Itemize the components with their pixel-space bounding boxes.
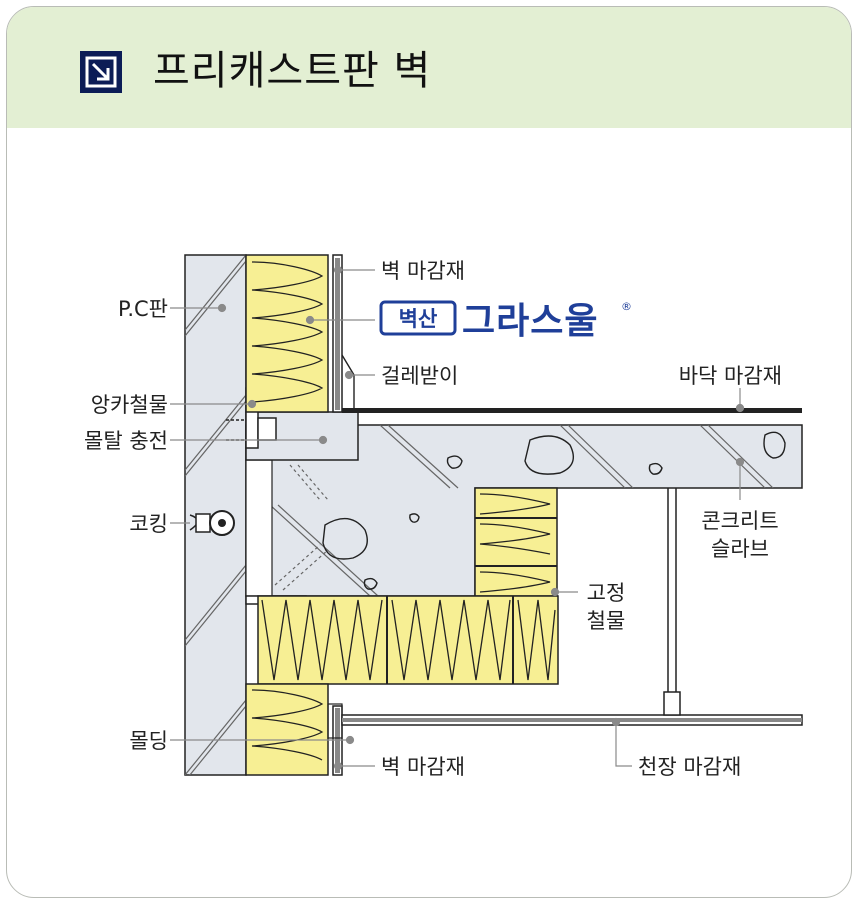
label-mortar: 몰탈 충전 [84, 429, 168, 453]
page-title: 프리캐스트판 벽 [153, 48, 432, 94]
label-anchor: 앙카철물 [91, 393, 168, 417]
label-molding: 몰딩 [129, 729, 168, 753]
label-caulking: 코킹 [129, 512, 168, 536]
wall-finish-upper [332, 254, 355, 413]
ceiling-finish [341, 488, 803, 726]
brand-badge: 벽산 [399, 307, 438, 331]
brand-logo: 벽산 그라스울 ® [379, 300, 632, 342]
label-pc-panel: P.C판 [118, 297, 168, 321]
insulation-under-slab [257, 595, 559, 685]
label-baseboard: 걸레받이 [381, 364, 458, 388]
arrow-down-right-icon [80, 51, 122, 93]
leader-lines [170, 265, 745, 771]
label-wall-finish-bottom: 벽 마감재 [381, 755, 465, 779]
joint-gap [245, 459, 273, 597]
caulking-joint [189, 510, 235, 536]
label-fixing-2: 철물 [587, 609, 626, 633]
brand-name: 그라스울 [462, 301, 598, 342]
header-bar: 프리캐스트판 벽 [7, 7, 851, 128]
label-floor-finish: 바닥 마감재 [679, 364, 782, 388]
floor-finish [342, 408, 802, 413]
label-concrete-slab-2: 슬라브 [711, 537, 769, 561]
label-concrete-slab-1: 콘크리트 [701, 509, 778, 533]
label-wall-finish-top: 벽 마감재 [381, 259, 465, 283]
brand-registered-mark: ® [621, 300, 632, 313]
insulation-lower [245, 683, 329, 776]
insulation-beam [474, 487, 558, 597]
label-fixing-1: 고정 [587, 581, 626, 605]
label-ceiling-finish: 천장 마감재 [638, 755, 741, 779]
insulation-upper [245, 254, 329, 413]
